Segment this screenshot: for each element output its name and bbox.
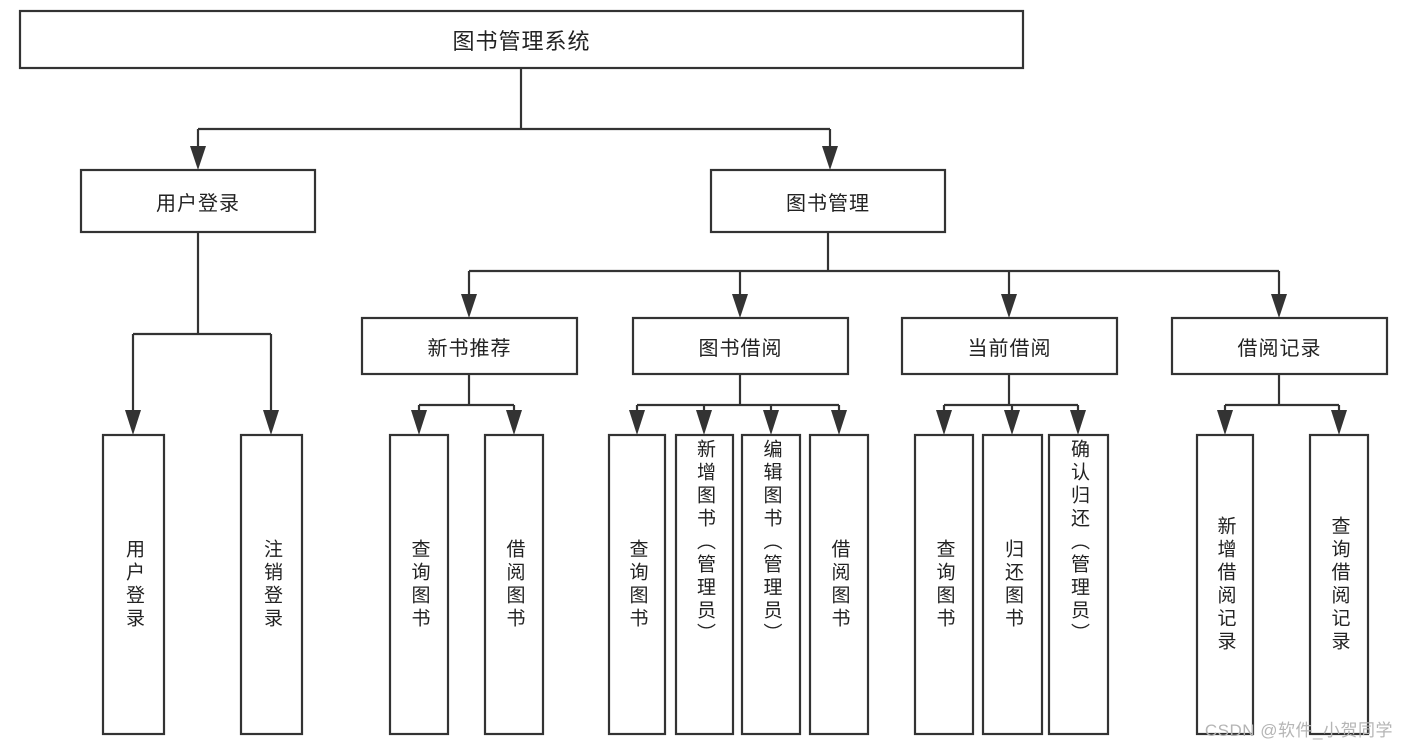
leaf-box-0[interactable] <box>101 433 166 736</box>
node-box-borrow-record[interactable] <box>1170 316 1389 376</box>
connector-root-to-level2 <box>190 68 838 170</box>
arrowhead-icon <box>125 410 141 435</box>
connector-new-book-recommend-to-leaves <box>411 374 522 435</box>
arrowhead-icon <box>936 410 952 435</box>
connector-book-borrow-to-leaves <box>629 374 847 435</box>
node-box-root[interactable] <box>18 9 1025 70</box>
connector-current-borrow-to-leaves <box>936 374 1086 435</box>
node-box-current-borrow[interactable] <box>900 316 1119 376</box>
leaf-box-6[interactable] <box>740 433 802 736</box>
leaf-box-3[interactable] <box>483 433 545 736</box>
leaf-box-5[interactable] <box>674 433 735 736</box>
leaf-box-4[interactable] <box>607 433 667 736</box>
leaf-box-2[interactable] <box>388 433 450 736</box>
arrowhead-icon <box>1001 294 1017 318</box>
arrowhead-icon <box>1331 410 1347 435</box>
leaf-box-12[interactable] <box>1308 433 1370 736</box>
node-box-new-book-recommend[interactable] <box>360 316 579 376</box>
arrowhead-icon <box>461 294 477 318</box>
arrowhead-icon <box>1271 294 1287 318</box>
arrowhead-icon <box>831 410 847 435</box>
leaf-box-11[interactable] <box>1195 433 1255 736</box>
arrowhead-icon <box>1217 410 1233 435</box>
arrowhead-icon <box>732 294 748 318</box>
arrowhead-icon <box>696 410 712 435</box>
arrowhead-icon <box>263 410 279 435</box>
arrowhead-icon <box>506 410 522 435</box>
arrowhead-icon <box>190 146 206 170</box>
connector-book-management-to-level3 <box>461 232 1287 318</box>
leaf-box-7[interactable] <box>808 433 870 736</box>
leaf-box-1[interactable] <box>239 433 304 736</box>
arrowhead-icon <box>822 146 838 170</box>
node-box-book-borrow[interactable] <box>631 316 850 376</box>
arrowhead-icon <box>411 410 427 435</box>
leaf-box-10[interactable] <box>1047 433 1110 736</box>
arrowhead-icon <box>763 410 779 435</box>
leaf-box-8[interactable] <box>913 433 975 736</box>
arrowhead-icon <box>1004 410 1020 435</box>
arrowhead-icon <box>629 410 645 435</box>
node-box-user-login[interactable] <box>79 168 317 234</box>
arrowhead-icon <box>1070 410 1086 435</box>
node-box-book-management[interactable] <box>709 168 947 234</box>
connector-borrow-record-to-leaves <box>1217 374 1347 435</box>
leaf-box-9[interactable] <box>981 433 1044 736</box>
connector-user-login-to-leaves <box>125 232 279 435</box>
